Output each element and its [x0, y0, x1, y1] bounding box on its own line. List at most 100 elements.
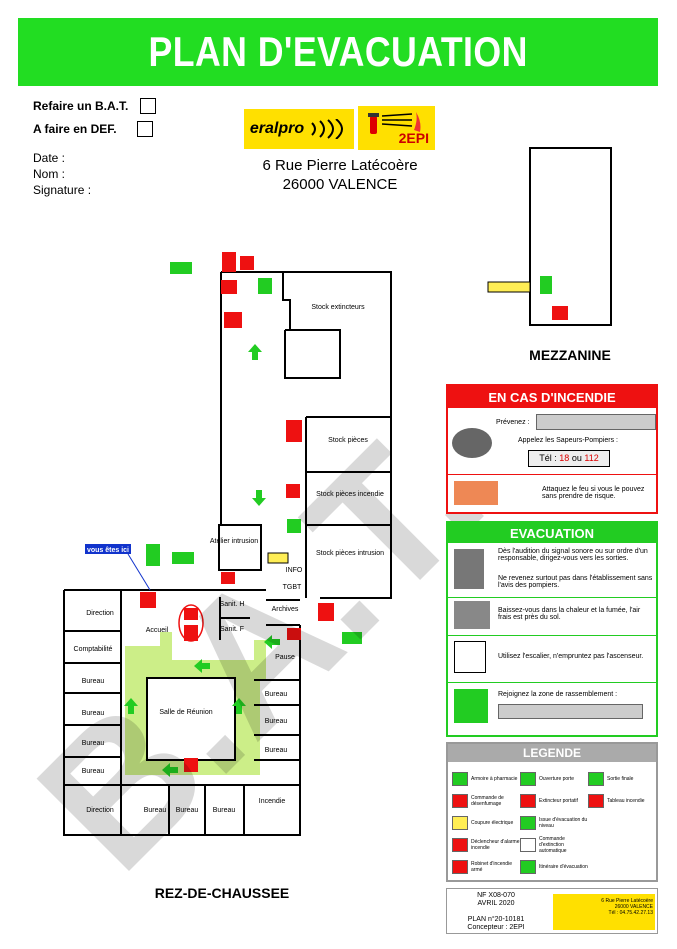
- legend-label: Extincteur portatif: [539, 798, 578, 804]
- exit-sign-icon-2: [172, 552, 194, 564]
- people-icon: [454, 549, 484, 589]
- legend-title: LEGENDE: [522, 746, 581, 760]
- extinguisher-icon-5: [221, 572, 235, 584]
- def-check-row: A faire en DEF.: [33, 121, 153, 137]
- room-stock-extincteurs: Stock extincteurs: [311, 304, 365, 311]
- legend-item: Issue d'évacuation du niveau: [520, 812, 588, 834]
- df-icon: [221, 280, 237, 294]
- rdc-label: REZ-DE-CHAUSSEE: [155, 885, 290, 901]
- legend-label: Sortie finale: [607, 776, 634, 782]
- bat-check-row: Refaire un B.A.T.: [33, 98, 157, 114]
- legend-item: Armoire à pharmacie: [452, 768, 520, 790]
- appelez-label: Appelez les Sapeurs-Pompiers :: [518, 437, 618, 444]
- def-label: A faire en DEF.: [33, 122, 117, 136]
- room-bureau-1: Bureau: [82, 678, 105, 685]
- signature-field: Signature :: [33, 183, 92, 197]
- legend-label: Déclencheur d'alarme incendie: [471, 839, 520, 851]
- evac-arrow-down-icon: [252, 490, 266, 506]
- nom-field: Nom :: [33, 167, 66, 181]
- fire-panel-title: EN CAS D'INCENDIE: [488, 389, 616, 405]
- legend-icon: [520, 772, 536, 786]
- exit-sign-icon-4: [342, 632, 362, 644]
- crawl-icon: [454, 601, 490, 629]
- legend-icon: [520, 816, 536, 830]
- evac-item1a: Dès l'audition du signal sonore ou sur o…: [498, 548, 648, 562]
- tel-18: 18: [559, 453, 570, 463]
- legend-item: Itinéraire d'évacuation: [520, 856, 588, 878]
- room-stock-pieces-incendie: Stock pièces incendie: [316, 491, 384, 498]
- tel-ou: ou: [571, 453, 582, 463]
- room-incendie: Incendie: [259, 798, 286, 805]
- extinguisher-icon-2: [286, 484, 300, 498]
- legend-icon: [452, 772, 468, 786]
- footer-company-addr1: 6 Rue Pierre Latécoère: [601, 898, 653, 904]
- room-bureau-4: Bureau: [82, 768, 105, 775]
- df-icon-mezz: [552, 306, 568, 320]
- footer-company-tel: Tél : 04.75.42.27.13: [608, 910, 653, 916]
- tel-box: Tél : 18 ou 112: [528, 450, 610, 467]
- prevenez-input[interactable]: [536, 414, 656, 430]
- legend-icon: [520, 860, 536, 874]
- room-salle-reunion: Salle de Réunion: [159, 709, 212, 716]
- evac-item2: Baissez-vous dans la chaleur et la fumée…: [498, 607, 641, 621]
- room-bureau-3: Bureau: [82, 740, 105, 747]
- legend-icon: [452, 816, 468, 830]
- fire-panel-divider: [448, 474, 656, 475]
- eralpro-logo: eralpro: [244, 109, 354, 149]
- legend-icon: [452, 860, 468, 874]
- plan-walls: [63, 271, 392, 836]
- fire-phone-icon: [452, 428, 492, 458]
- you-are-here-pointer: [127, 553, 151, 591]
- legend-item: Sortie finale: [588, 768, 656, 790]
- attaquez-text: Attaquez le feu si vous le pouvez sans p…: [542, 486, 645, 500]
- bat-checkbox[interactable]: [140, 98, 157, 114]
- evac-arrow-left-icon: [194, 659, 210, 673]
- df-icon-2: [224, 312, 242, 328]
- address: 6 Rue Pierre Latécoère 26000 VALENCE: [240, 156, 440, 194]
- evac-divider-1: [448, 597, 656, 598]
- legend-item: [588, 812, 656, 834]
- mezzanine-outline: [529, 147, 612, 326]
- fire-attack-icon: [454, 481, 498, 505]
- evac-arrow-up-icon: [248, 344, 262, 360]
- assembly-point-icon: [454, 689, 488, 723]
- room-bureau-10: Bureau: [213, 807, 236, 814]
- room-info: INFO: [286, 567, 303, 574]
- legend-item: Coupure électrique: [452, 812, 520, 834]
- extinguisher-icon-4: [184, 758, 198, 772]
- evac-divider-2: [448, 635, 656, 636]
- footer-norm: NF X08-070: [477, 892, 515, 899]
- 2epi-logo: 2EPI: [358, 106, 435, 150]
- room-sanit-f: Sanit. F: [220, 626, 244, 633]
- room-archives: Archives: [272, 606, 299, 613]
- eralpro-waves-icon: [311, 119, 344, 139]
- evac-item1b: Ne revenez surtout pas dans l'établissem…: [498, 575, 653, 589]
- room-bureau-8: Bureau: [144, 807, 167, 814]
- legend-header: LEGENDE: [448, 744, 656, 762]
- room-atelier-intrusion: Atelier intrusion: [210, 538, 258, 545]
- date-field: Date :: [33, 151, 66, 165]
- legend-item: Robinet d'incendie armé: [452, 856, 520, 878]
- legend-label: Commande d'extinction automatique: [539, 836, 567, 854]
- title-banner: PLAN D'EVACUATION: [18, 18, 658, 86]
- ground-stairs: [267, 552, 289, 564]
- legend-icon: [452, 794, 468, 808]
- def-checkbox[interactable]: [136, 121, 153, 137]
- tel-112: 112: [584, 453, 599, 463]
- legend-icon: [520, 794, 536, 808]
- room-bureau-6: Bureau: [265, 718, 288, 725]
- fire-equipment: [140, 252, 568, 772]
- ria-icon-3: [140, 592, 156, 608]
- legend-label: Armoire à pharmacie: [471, 776, 518, 782]
- room-accueil: Accueil: [146, 627, 169, 634]
- you-are-here-badge: [85, 544, 131, 554]
- legend-icon: [588, 794, 604, 808]
- prevenez-label: Prévenez :: [496, 419, 530, 426]
- legend-item: Tableau incendie: [588, 790, 656, 812]
- mezzanine-stairs: [487, 281, 531, 293]
- assembly-zone-input[interactable]: [498, 704, 643, 719]
- evacuation-panel: EVACUATION Dès l'audition du signal sono…: [446, 521, 658, 737]
- extinguisher-icon-3: [287, 628, 301, 640]
